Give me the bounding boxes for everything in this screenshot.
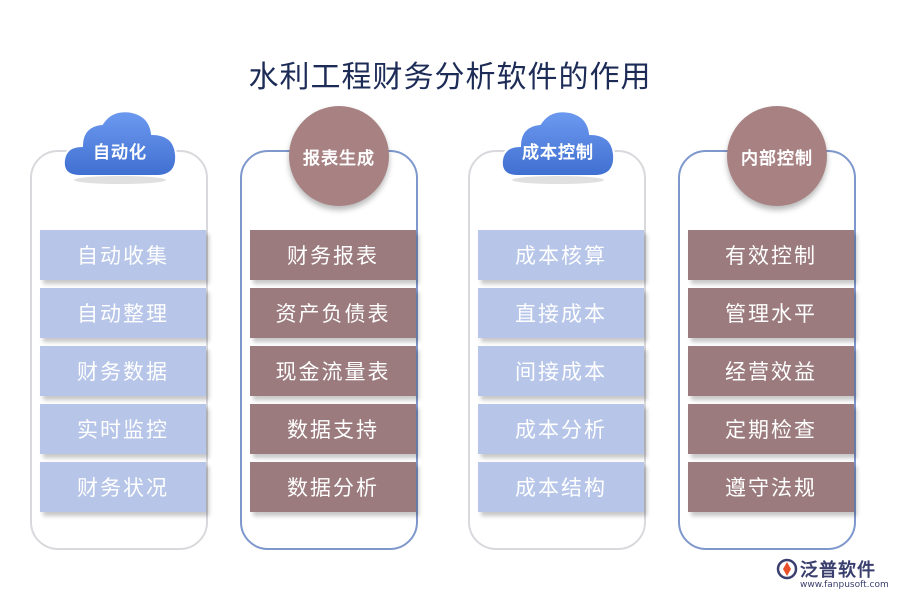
- list-item: 自动整理: [40, 288, 206, 338]
- cloud-icon: [500, 110, 616, 184]
- circle-header-internal-control: 内部控制: [727, 106, 827, 206]
- column-panel-cost-control: 成本核算 直接成本 间接成本 成本分析 成本结构: [468, 150, 646, 550]
- cloud-icon: [62, 110, 178, 184]
- list-item: 数据分析: [250, 462, 416, 512]
- logo-url: www.fanpusoft.com: [800, 580, 889, 590]
- column-panel-internal-control: 有效控制 管理水平 经营效益 定期检查 遵守法规: [678, 150, 856, 550]
- list-item: 管理水平: [688, 288, 854, 338]
- list-item: 定期检查: [688, 404, 854, 454]
- list-item: 经营效益: [688, 346, 854, 396]
- list-item: 有效控制: [688, 230, 854, 280]
- column-header-label: 报表生成: [303, 148, 375, 169]
- list-item: 成本分析: [478, 404, 644, 454]
- column-header-label: 成本控制: [522, 143, 594, 163]
- list-item: 自动收集: [40, 230, 206, 280]
- circle-header-report: 报表生成: [289, 106, 389, 206]
- list-item: 实时监控: [40, 404, 206, 454]
- list-item: 直接成本: [478, 288, 644, 338]
- column-header-label: 内部控制: [741, 148, 813, 169]
- list-item: 遵守法规: [688, 462, 854, 512]
- list-item: 现金流量表: [250, 346, 416, 396]
- list-item: 资产负债表: [250, 288, 416, 338]
- column-panel-automation: 自动收集 自动整理 财务数据 实时监控 财务状况: [30, 150, 208, 550]
- logo-name: 泛普软件: [800, 560, 876, 581]
- list-item: 间接成本: [478, 346, 644, 396]
- list-item: 数据支持: [250, 404, 416, 454]
- cloud-header-automation: 自动化: [58, 104, 182, 186]
- list-item: 成本核算: [478, 230, 644, 280]
- column-panel-report: 财务报表 资产负债表 现金流量表 数据支持 数据分析: [240, 150, 418, 550]
- list-item: 财务状况: [40, 462, 206, 512]
- page-title: 水利工程财务分析软件的作用: [248, 60, 652, 95]
- list-item: 财务数据: [40, 346, 206, 396]
- fanpu-logo-icon: [776, 558, 798, 580]
- brand-logo: 泛普软件 www.fanpusoft.com: [776, 556, 896, 596]
- list-item: 财务报表: [250, 230, 416, 280]
- cloud-header-cost-control: 成本控制: [496, 104, 620, 186]
- list-item: 成本结构: [478, 462, 644, 512]
- column-header-label: 自动化: [93, 143, 147, 163]
